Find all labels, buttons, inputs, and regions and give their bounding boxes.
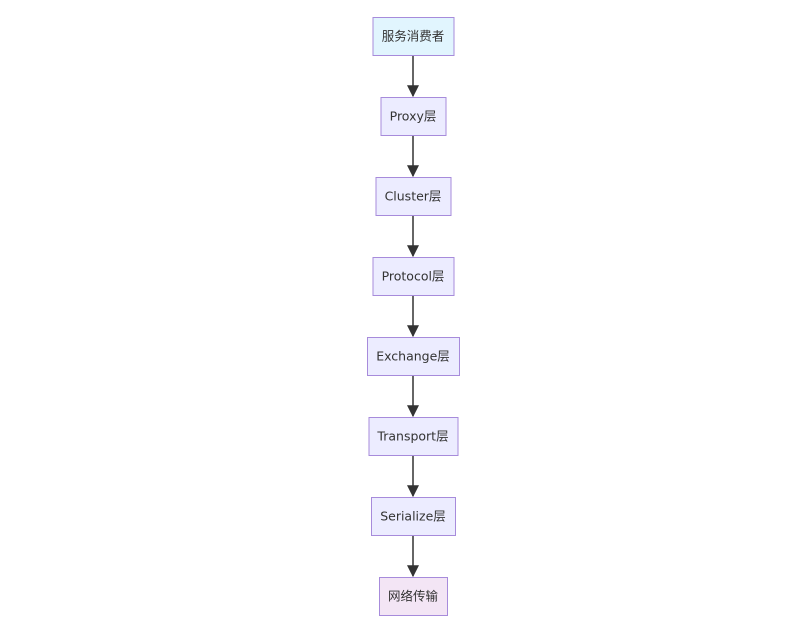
node-label-consumer: 服务消费者 [382,29,445,44]
node-network: 网络传输 [379,577,448,616]
node-label-network: 网络传输 [388,589,439,604]
node-box-network [379,577,448,616]
node-label-protocol: Protocol层 [382,269,445,284]
node-label-proxy: Proxy层 [390,109,437,124]
node-exchange: Exchange层 [367,337,460,376]
node-label-exchange: Exchange层 [376,349,450,364]
nodes-layer: 服务消费者 Proxy层 Cluster层 Protocol层 Exchange层 Tra… [367,17,460,616]
node-label-cluster: Cluster层 [385,189,442,204]
node-serialize: Serialize层 [371,497,456,536]
node-box-exchange [367,337,460,376]
node-box-transport [368,417,459,456]
node-box-serialize [371,497,456,536]
node-label-serialize: Serialize层 [380,509,446,524]
node-proxy: Proxy层 [380,97,447,136]
node-consumer: 服务消费者 [372,17,455,56]
node-transport: Transport层 [368,417,459,456]
node-box-proxy [380,97,447,136]
node-label-transport: Transport层 [376,429,448,444]
node-cluster: Cluster层 [375,177,452,216]
node-box-consumer [372,17,455,56]
node-protocol: Protocol层 [372,257,455,296]
node-box-protocol [372,257,455,296]
node-box-cluster [375,177,452,216]
